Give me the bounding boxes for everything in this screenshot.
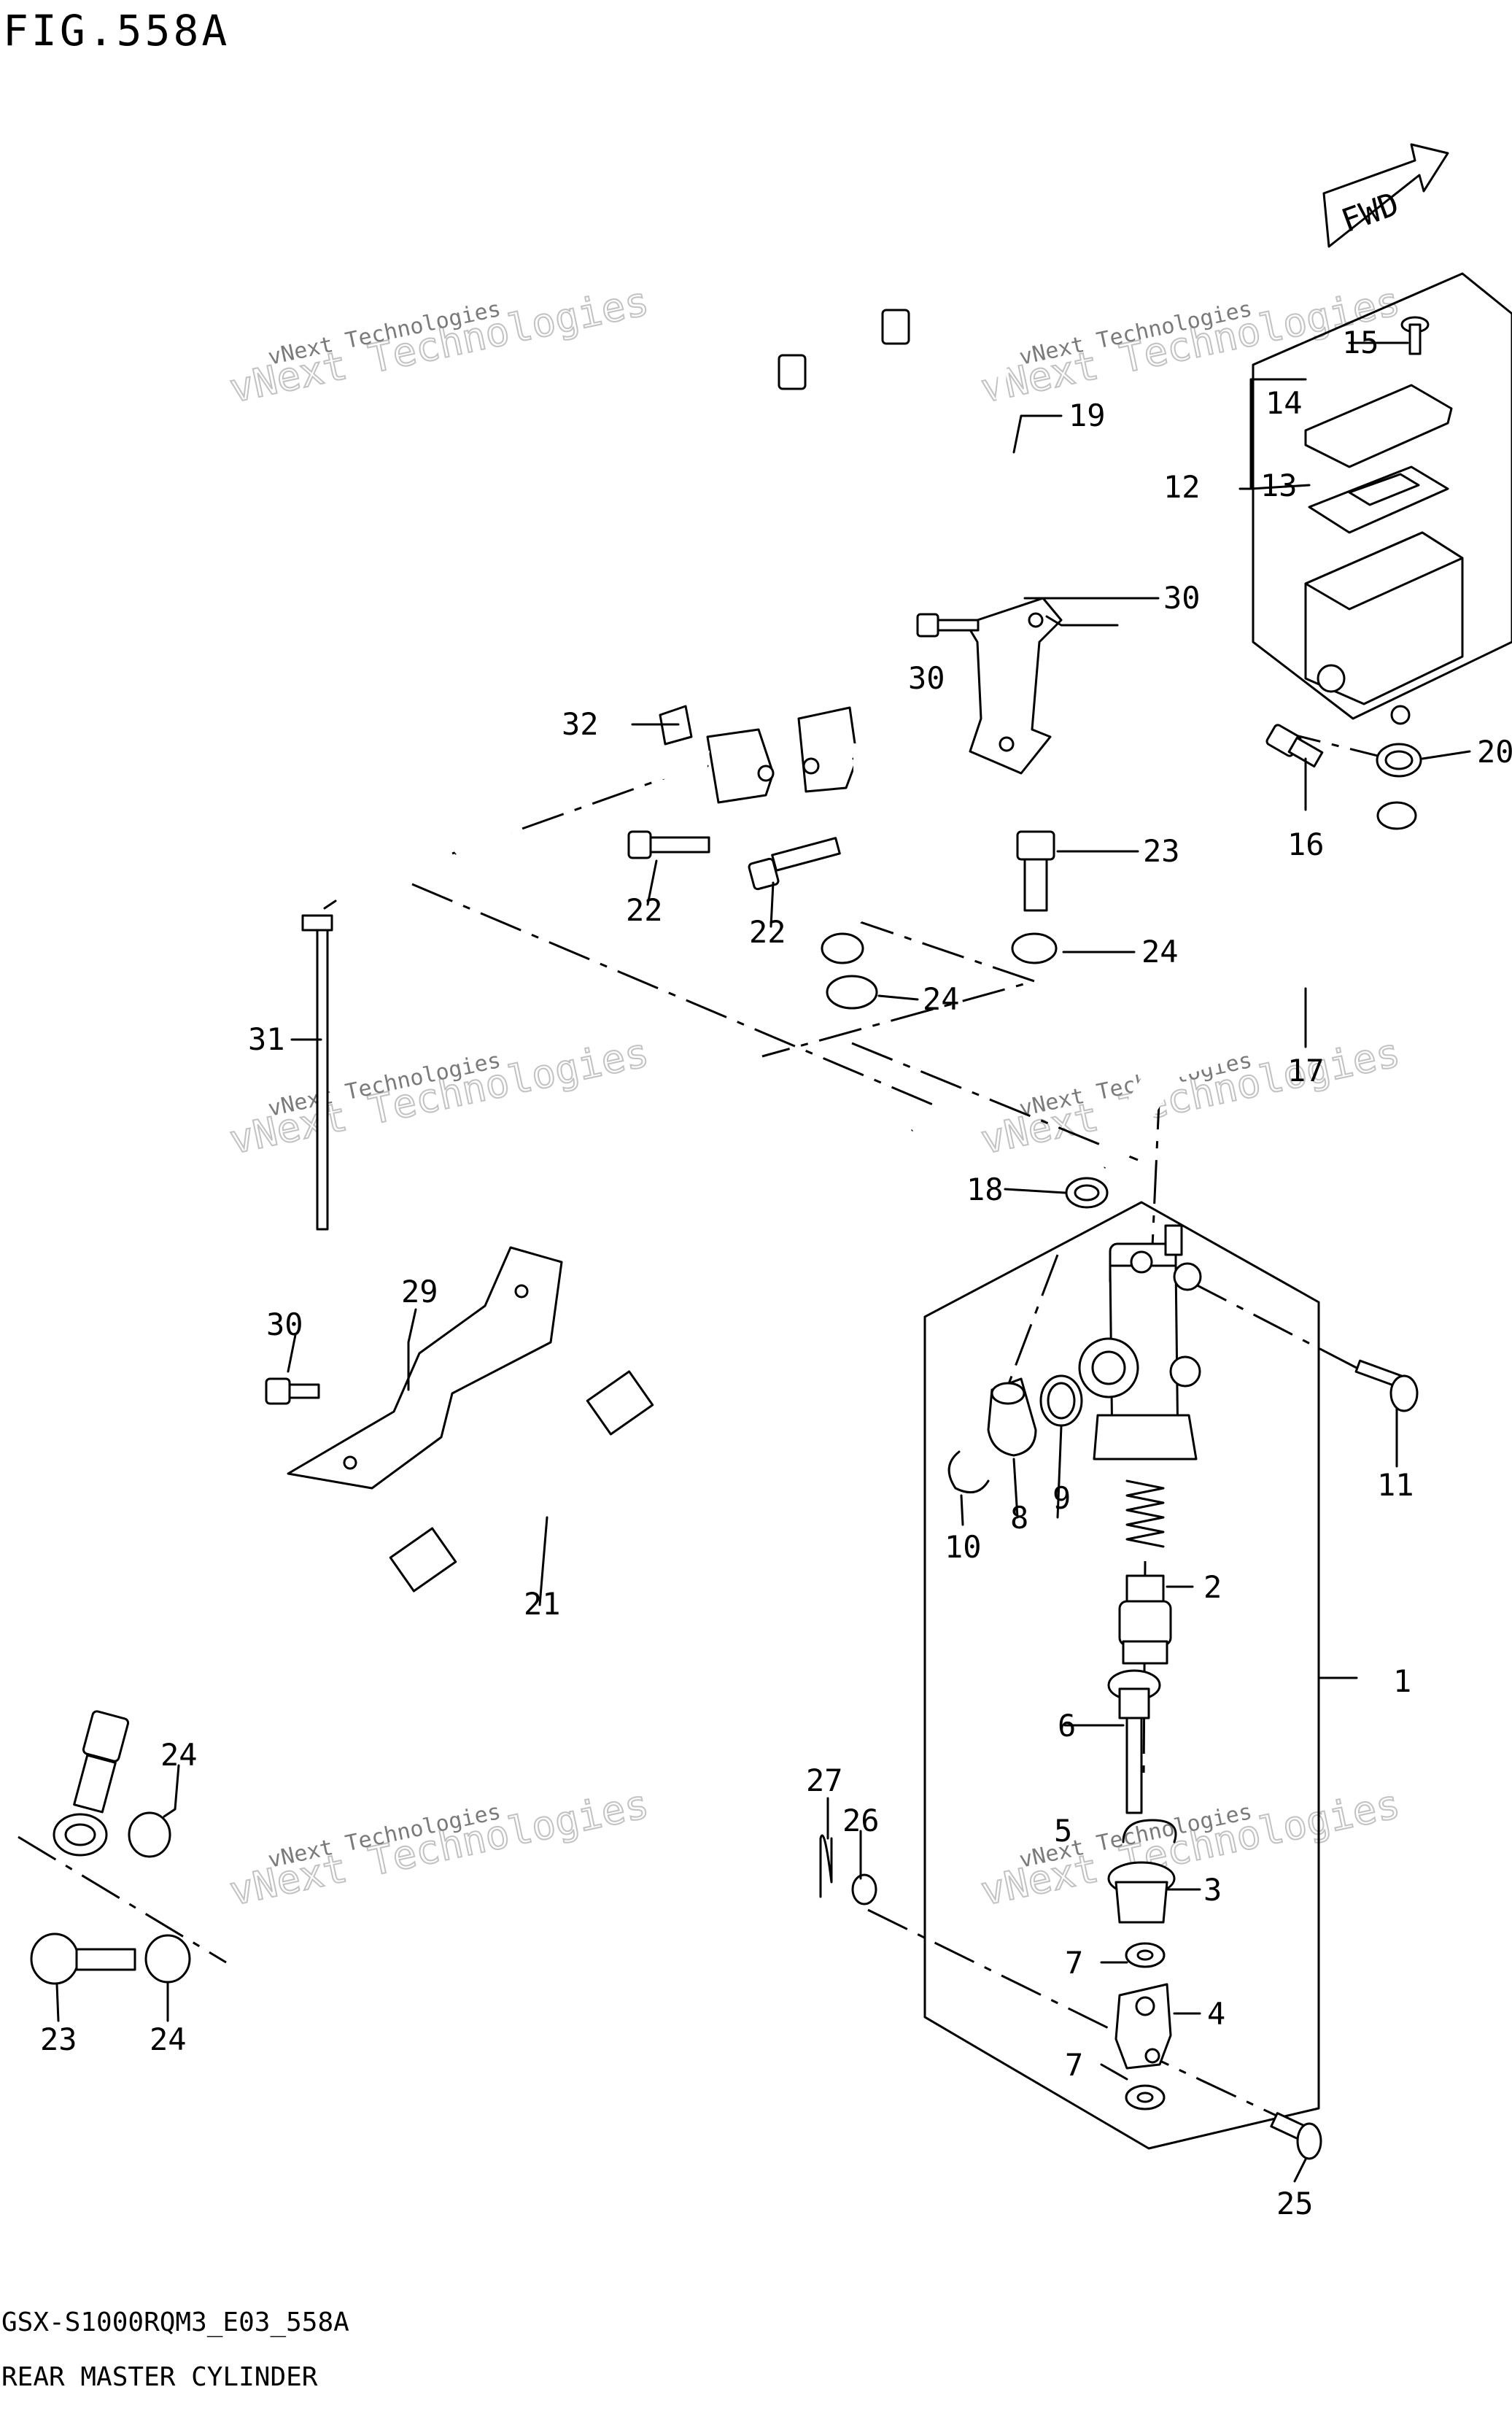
callout-24: 24 [160, 1737, 198, 1773]
figure-title: FIG.558A [3, 6, 230, 55]
pin [1270, 2112, 1322, 2160]
reservoir-cap [1304, 384, 1453, 468]
bolt [1265, 724, 1324, 768]
union-bolt [748, 837, 841, 891]
callout-8: 8 [1010, 1500, 1028, 1536]
reservoir-group-outline [1252, 272, 1512, 720]
callout-23: 23 [40, 2021, 77, 2057]
callout-18: 18 [966, 1172, 1004, 1207]
brake-hose [53, 1120, 923, 1857]
callout-16: 16 [1287, 827, 1325, 862]
callout-31: 31 [248, 1021, 285, 1057]
callout-19: 20 [1477, 734, 1512, 770]
nut [1125, 1942, 1166, 1968]
figure-caption: REAR MASTER CYLINDER [1, 2362, 318, 2392]
callout-27: 27 [806, 1763, 843, 1798]
union-bolt [627, 830, 710, 859]
master-cylinder-group-outline [923, 1201, 1320, 2150]
diaphragm [1308, 465, 1449, 534]
callout-12: 12 [1163, 469, 1201, 505]
callout-13: 13 [1260, 468, 1298, 503]
junction-fitting [706, 706, 858, 804]
assembly-dash-lines [18, 730, 1405, 2117]
circlip [1122, 1819, 1177, 1843]
callout-14: 14 [1265, 385, 1303, 421]
callout-3: 3 [1203, 1872, 1222, 1908]
callout-32: 32 [562, 706, 599, 742]
callout-6: 6 [1058, 1708, 1076, 1744]
callout-20: 19 [1069, 398, 1106, 433]
union-bolt [30, 1932, 136, 1985]
callout-21: 21 [524, 1586, 561, 1622]
callout-5: 4 [1207, 1996, 1225, 2032]
screw [1400, 316, 1430, 355]
o-ring [1039, 1374, 1083, 1427]
clevis-joint [1114, 1983, 1172, 2070]
callout-24: 24 [923, 981, 960, 1017]
gasket [144, 1934, 191, 1984]
callout-17: 17 [1287, 1053, 1325, 1088]
callout-7: 7 [1065, 1945, 1083, 1981]
figure-code: GSX-S1000RQM3_E03_558A [1, 2307, 349, 2337]
brake-hose-upper [446, 743, 943, 964]
forward-arrow-icon: FWD [1322, 143, 1449, 248]
master-cylinder-body [1078, 1224, 1202, 1460]
callout-25: 25 [1276, 2186, 1314, 2221]
reservoir-assy [1304, 531, 1464, 725]
hose-guide [287, 1246, 563, 1490]
bolt [265, 1377, 320, 1405]
callout-26: 26 [842, 1803, 880, 1838]
callout-24: 24 [1141, 934, 1179, 970]
union-bolt [1016, 830, 1055, 912]
hose-clamp [1376, 743, 1422, 778]
callout-7: 7 [1065, 2047, 1083, 2083]
bolt [1354, 1359, 1419, 1412]
hose-clamp [1065, 1177, 1109, 1209]
callout-9: 9 [1052, 1480, 1071, 1516]
callout-1: 1 [1393, 1663, 1411, 1699]
boot [1107, 1861, 1176, 1924]
gasket [826, 975, 878, 1010]
callout-30: 30 [266, 1307, 303, 1342]
leader-lines [55, 341, 1471, 2183]
watermarks: vNext Technologies vNext Technologies vN… [225, 277, 1405, 1915]
callout-24: 24 [150, 2021, 187, 2057]
gasket [128, 1811, 171, 1858]
callout-15: 15 [1342, 325, 1379, 360]
cotter-pin [819, 1834, 833, 1898]
bolt [916, 613, 980, 638]
washer [851, 1873, 877, 1906]
reservoir-hose [1092, 801, 1417, 1175]
push-rod [1107, 1669, 1161, 1814]
circlip [947, 1450, 990, 1494]
brake-pipe [681, 220, 1011, 748]
nut [1125, 2084, 1166, 2110]
connector [987, 1377, 1037, 1457]
callout-11: 11 [1377, 1467, 1414, 1503]
callout-10: 10 [945, 1529, 982, 1565]
callout-22: 22 [626, 892, 663, 928]
callout-28: 30 [1163, 580, 1201, 616]
callout-29: 29 [401, 1274, 438, 1309]
cable-tie [301, 899, 337, 1231]
callout-23: 23 [1143, 833, 1180, 869]
callout-2: 2 [1203, 1569, 1222, 1605]
gasket [1011, 932, 1058, 964]
callout-30: 30 [908, 660, 945, 696]
piston-spring-set [1118, 1479, 1172, 1665]
bracket [965, 597, 1063, 775]
callout-labels: 19 30 30 32 23 24 24 22 22 12 13 14 15 1… [40, 325, 1512, 2221]
callout-22: 22 [749, 914, 786, 950]
callout-4: 5 [1054, 1813, 1072, 1849]
